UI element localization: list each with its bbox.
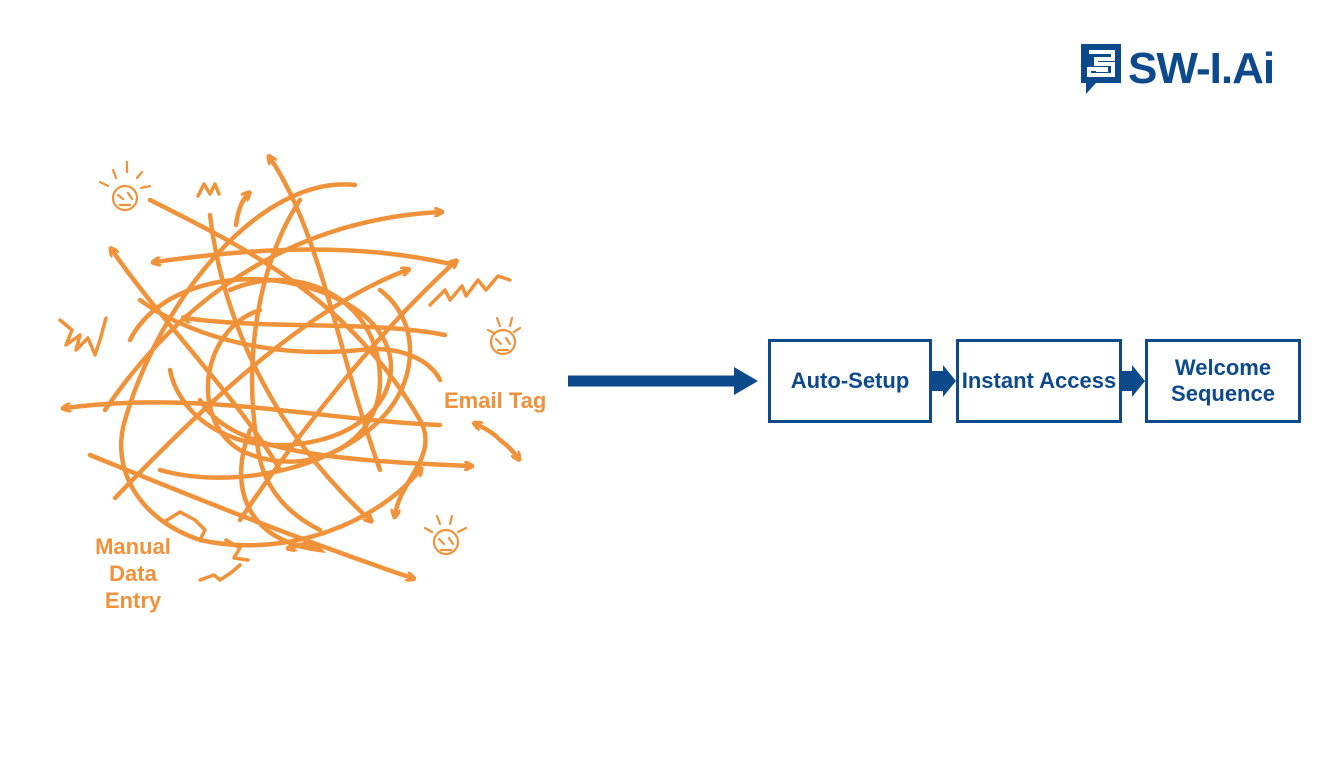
tangle-arrow [476, 424, 501, 441]
email-tag-label: Email Tag [444, 388, 547, 413]
tangle-arrow [185, 318, 448, 338]
flow-step-label-line2: Sequence [1171, 381, 1275, 406]
flow-step-instant-access: Instant Access [956, 339, 1122, 423]
tangle-arrow [112, 270, 407, 501]
manual-data-entry-label: Manual Data Entry [78, 533, 188, 614]
tangle-arrow [238, 427, 327, 554]
tangle-arrows [65, 158, 518, 578]
stressed-head-icon [486, 316, 522, 356]
tangle-arrow [497, 437, 518, 458]
tangle-arrow [119, 182, 420, 548]
tangle-arrow [102, 212, 440, 413]
speech-bubble-logo-icon [1081, 44, 1121, 94]
tangle-arrow [237, 262, 455, 523]
logo-text: SW-I.Ai [1128, 44, 1275, 93]
flow-step-label: Auto-Setup [790, 368, 910, 393]
stressed-head-icon [423, 514, 468, 556]
tangle-arrow [233, 194, 248, 228]
manual-label-line1: Manual [95, 534, 171, 559]
tangle-arrow [87, 452, 412, 578]
tangle-arrow [155, 247, 458, 265]
flow-step-label: Instant Access [961, 368, 1117, 393]
tangle-arrow [137, 297, 443, 383]
flow-step-welcome-sequence: Welcome Sequence [1145, 339, 1301, 423]
tangle-arrow [147, 197, 428, 515]
flow-step-auto-setup: Auto-Setup [768, 339, 932, 423]
tangle-arrow [65, 400, 443, 428]
tangle-arrow [157, 287, 413, 480]
zigzag-squiggle-icon [58, 182, 512, 582]
brand-logo: SW-I.Ai [1078, 40, 1275, 98]
right-arrow-icon [1122, 365, 1145, 397]
manual-label-line2: Data Entry [104, 561, 162, 613]
right-arrow-icon [932, 365, 956, 397]
flow-step-label-line1: Welcome [1174, 355, 1272, 380]
stressed-head-icon [98, 160, 152, 212]
tangle-arrow [249, 197, 323, 533]
